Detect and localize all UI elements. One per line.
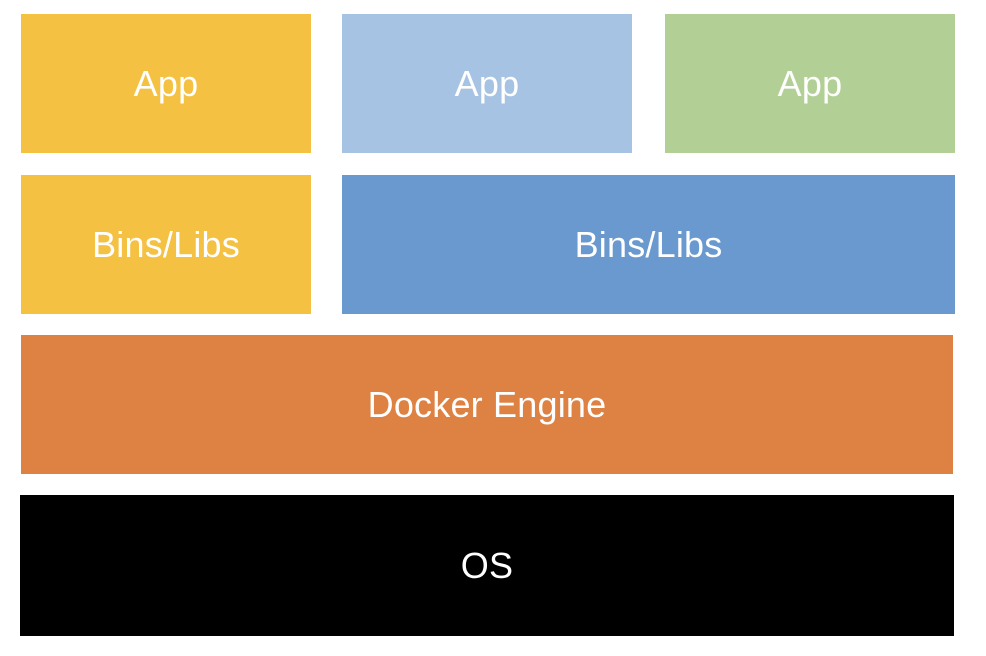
- app-label-2: App: [454, 62, 520, 104]
- os-label: OS: [460, 544, 514, 586]
- docker-engine-block: Docker Engine: [21, 335, 953, 474]
- app-block-1: App: [21, 14, 311, 153]
- app-block-2: App: [342, 14, 632, 153]
- bins-libs-label-1: Bins/Libs: [92, 223, 240, 265]
- app-label-1: App: [133, 62, 199, 104]
- bins-libs-label-2: Bins/Libs: [574, 223, 723, 265]
- bins-libs-block-1: Bins/Libs: [21, 175, 311, 314]
- docker-engine-label: Docker Engine: [367, 383, 607, 425]
- app-label-3: App: [777, 62, 843, 104]
- bins-libs-block-2: Bins/Libs: [342, 175, 955, 314]
- app-block-3: App: [665, 14, 955, 153]
- os-block: OS: [20, 495, 954, 636]
